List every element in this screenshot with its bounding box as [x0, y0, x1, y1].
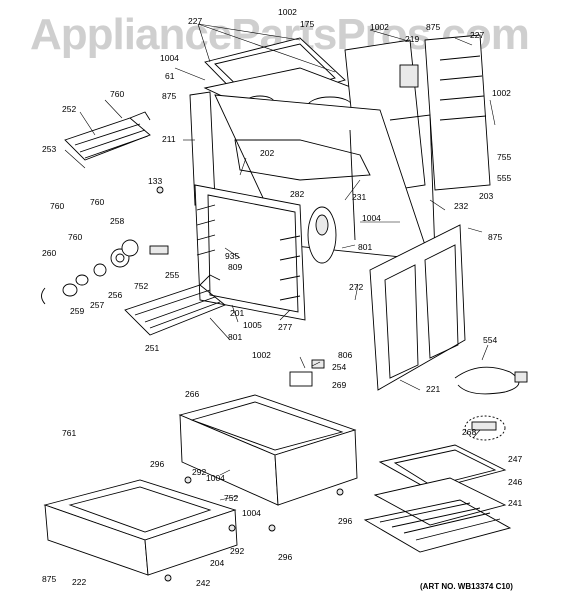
callout-label: 801 — [358, 242, 372, 252]
callout-label: 755 — [497, 152, 511, 162]
callout-label: 296 — [278, 552, 292, 562]
callout-label: 1005 — [243, 320, 262, 330]
storage-drawer-part — [43, 479, 238, 576]
callout-label: 258 — [110, 216, 124, 226]
callout-label: 760 — [90, 197, 104, 207]
callout-label: 1004 — [242, 508, 261, 518]
callout-label: 292 — [192, 467, 206, 477]
oven-cavity-part — [194, 184, 306, 321]
callout-label: 241 — [508, 498, 522, 508]
callout-label: 875 — [162, 91, 176, 101]
callout-label: 809 — [228, 262, 242, 272]
callout-label: 202 — [260, 148, 274, 158]
callout-label: 246 — [508, 477, 522, 487]
callout-label: 752 — [224, 493, 238, 503]
callout-label: 555 — [497, 173, 511, 183]
callout-label: 222 — [72, 577, 86, 587]
door-part — [369, 224, 466, 391]
callout-label: 1004 — [160, 53, 179, 63]
callout-label: 227 — [470, 30, 484, 40]
callout-label: 296 — [150, 459, 164, 469]
callout-label: 219 — [405, 34, 419, 44]
oven-rack-part — [363, 499, 512, 553]
callout-label: 277 — [278, 322, 292, 332]
callout-label: 875 — [426, 22, 440, 32]
callout-label: 266 — [185, 389, 199, 399]
callout-label: 282 — [290, 189, 304, 199]
callout-label: 242 — [196, 578, 210, 588]
callout-label: 133 — [148, 176, 162, 186]
callout-labels: 1002 175 227 1002 875 219 227 1004 61 87… — [42, 7, 522, 588]
control-knobs-part — [41, 239, 169, 305]
callout-label: 875 — [488, 232, 502, 242]
callout-label: 292 — [230, 546, 244, 556]
callout-label: 761 — [62, 428, 76, 438]
callout-label: 1002 — [278, 7, 297, 17]
callout-label: 251 — [145, 343, 159, 353]
callout-label: 231 — [352, 192, 366, 202]
callout-label: 257 — [90, 300, 104, 310]
callout-label: 1002 — [370, 22, 389, 32]
broil-element-part — [64, 111, 151, 161]
callout-label: 875 — [42, 574, 56, 584]
callout-label: 296 — [338, 516, 352, 526]
callout-label: 255 — [165, 270, 179, 280]
callout-label: 1004 — [206, 473, 225, 483]
hinge-part — [289, 359, 325, 387]
callout-label: 61 — [165, 71, 175, 81]
screws-part — [156, 186, 344, 582]
callout-label: 254 — [332, 362, 346, 372]
bake-element-part — [124, 274, 226, 336]
leader-lines — [64, 23, 496, 501]
callout-label: 232 — [454, 201, 468, 211]
callout-label: 247 — [508, 454, 522, 464]
power-cord-part — [454, 366, 528, 395]
callout-label: 203 — [479, 191, 493, 201]
callout-label: 227 — [188, 16, 202, 26]
callout-label: 935 — [225, 251, 239, 261]
callout-label: 760 — [68, 232, 82, 242]
callout-label: 211 — [162, 134, 176, 144]
bracket-part — [464, 415, 506, 441]
callout-label: 253 — [42, 144, 56, 154]
drawer-body-part — [178, 394, 358, 506]
broiler-pan-part — [373, 444, 507, 526]
callout-label: 272 — [349, 282, 363, 292]
callout-label: 256 — [108, 290, 122, 300]
callout-label: 201 — [230, 308, 244, 318]
callout-label: 760 — [110, 89, 124, 99]
callout-label: 259 — [70, 306, 84, 316]
sensor-housing-part — [307, 206, 337, 264]
art-number: (ART NO. WB13374 C10) — [420, 582, 513, 591]
callout-label: 221 — [426, 384, 440, 394]
callout-label: 252 — [62, 104, 76, 114]
callout-label: 1002 — [252, 350, 271, 360]
callout-label: 204 — [210, 558, 224, 568]
callout-label: 1002 — [492, 88, 511, 98]
callout-label: 806 — [338, 350, 352, 360]
callout-label: 801 — [228, 332, 242, 342]
callout-label: 269 — [332, 380, 346, 390]
callout-label: 268 — [462, 427, 476, 437]
callout-label: 260 — [42, 248, 56, 258]
callout-label: 760 — [50, 201, 64, 211]
callout-label: 1004 — [362, 213, 381, 223]
callout-label: 752 — [134, 281, 148, 291]
callout-label: 175 — [300, 19, 314, 29]
callout-label: 554 — [483, 335, 497, 345]
